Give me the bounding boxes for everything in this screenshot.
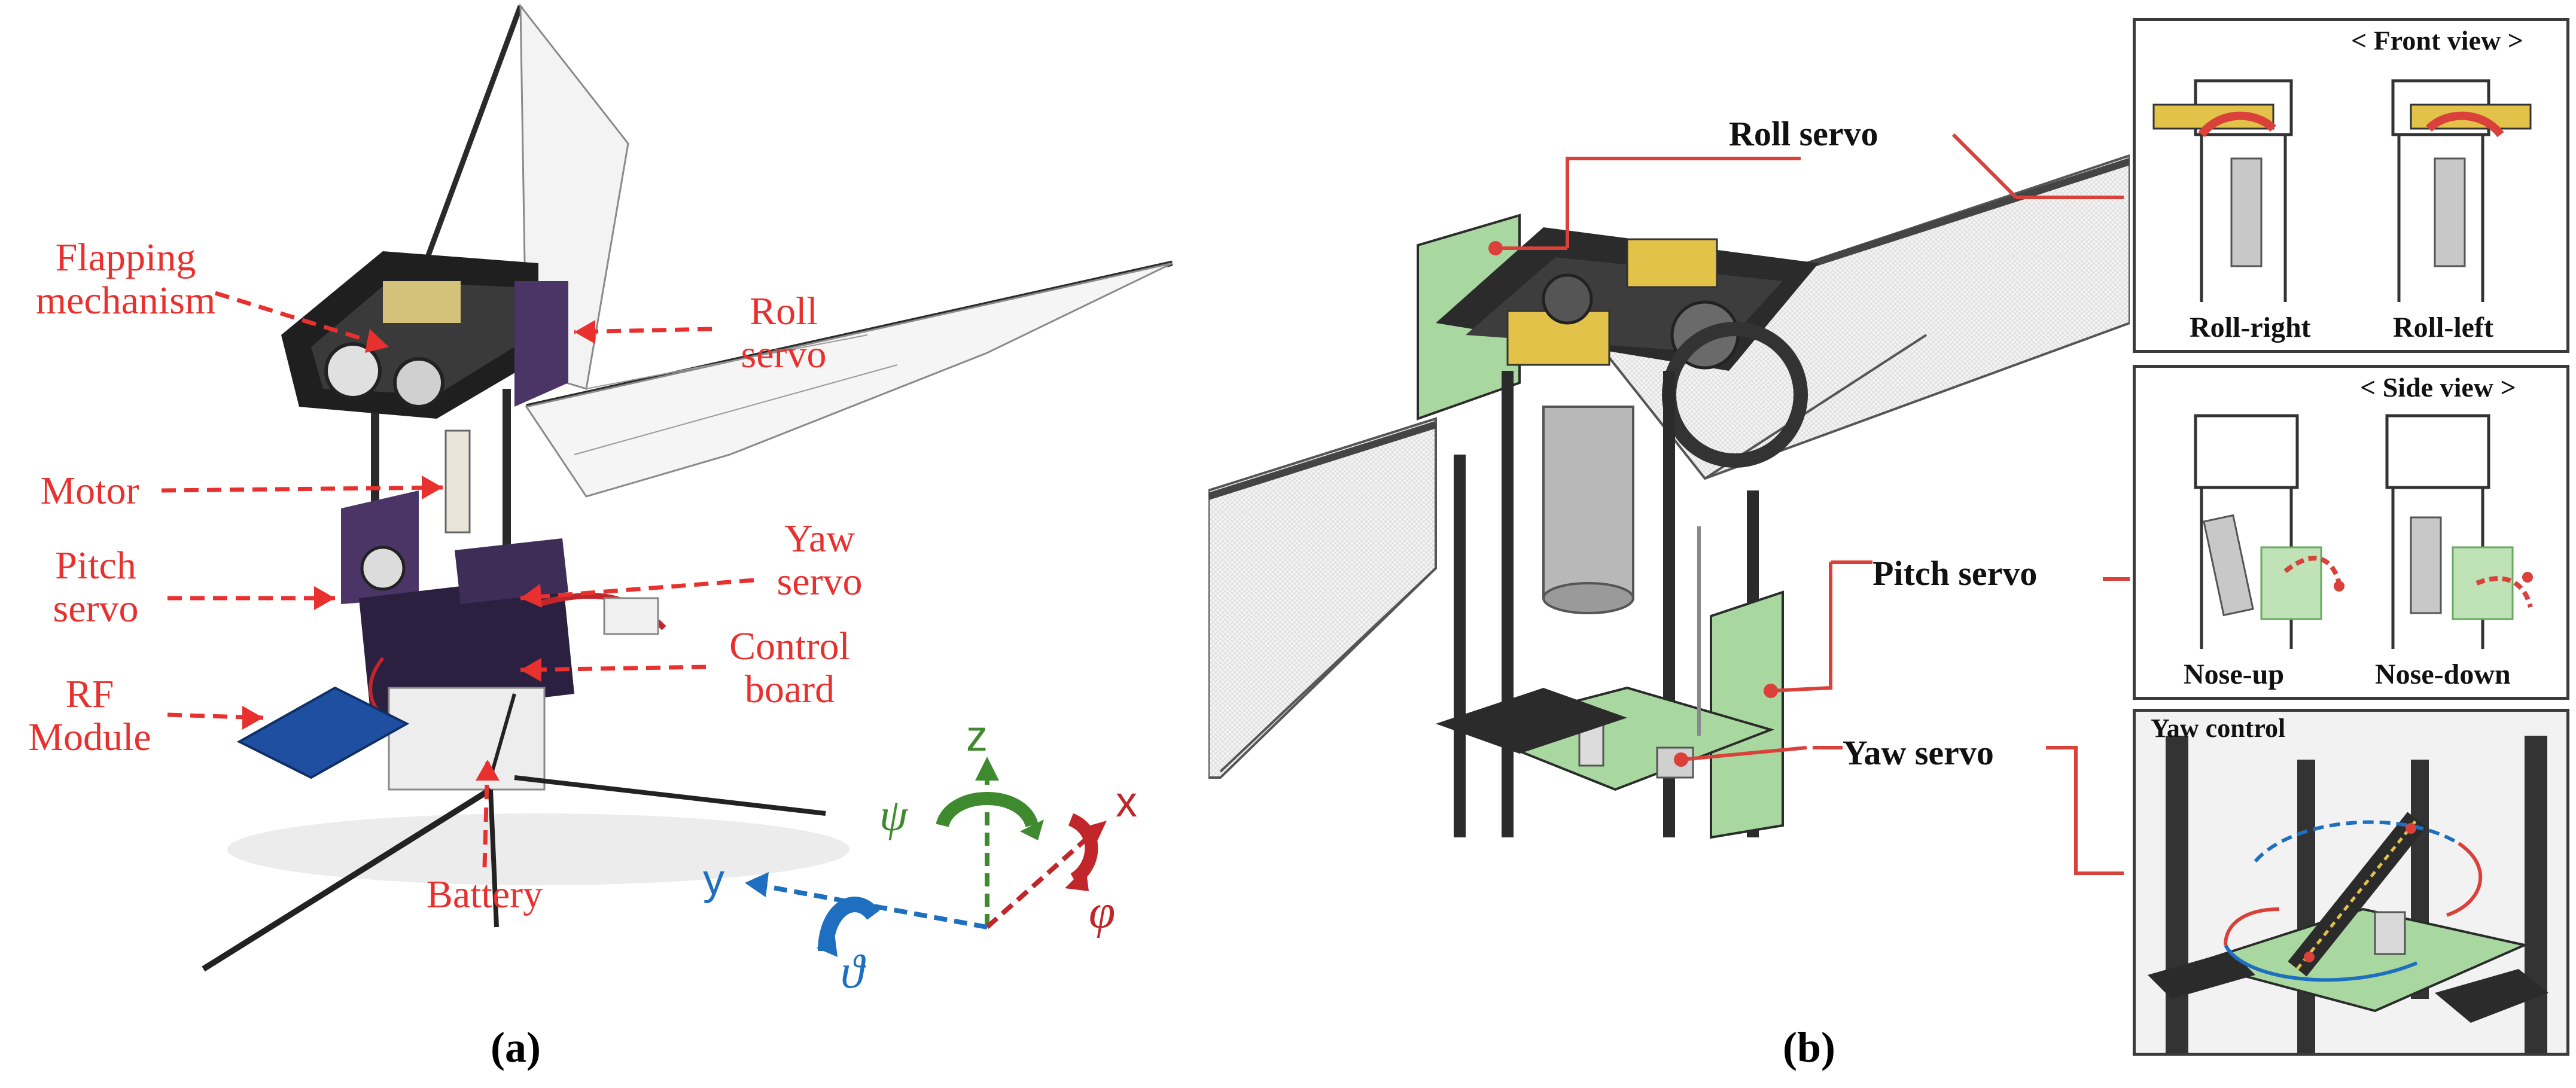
yaw-view-title: Yaw control bbox=[2151, 714, 2286, 743]
caption-a: (a) bbox=[491, 1023, 541, 1071]
axis-y-label: y bbox=[703, 856, 724, 904]
label-roll-servo-b: Roll servo bbox=[1729, 114, 1878, 153]
label-control-board: Control board bbox=[729, 624, 850, 711]
panel-b: Roll servo Pitch servo Yaw servo (b) bbox=[1208, 0, 2130, 1088]
axis-z-label: z bbox=[966, 712, 988, 760]
axis-theta-label: ϑ bbox=[841, 946, 864, 998]
axis-x-label: x bbox=[1116, 778, 1137, 826]
label-motor: Motor bbox=[40, 469, 139, 513]
label-pitch-servo-b: Pitch servo bbox=[1872, 554, 2038, 593]
side-view-drawing bbox=[2194, 414, 2533, 649]
front-view-drawing bbox=[2152, 79, 2532, 302]
front-view-title: < Front view > bbox=[2351, 25, 2523, 56]
label-rf-module: RF Module bbox=[28, 672, 151, 759]
label-battery: Battery bbox=[426, 873, 543, 916]
label-flapping-mechanism: Flapping mechanism bbox=[35, 236, 216, 322]
panel-a: Flapping mechanism Roll servo Motor Yaw … bbox=[0, 0, 1173, 1088]
label-yaw-servo-b: Yaw servo bbox=[1843, 733, 1994, 772]
axis-phi-label: φ bbox=[1089, 886, 1116, 938]
front-view-roll-left: Roll-left bbox=[2393, 312, 2493, 343]
label-roll-servo-a: Roll servo bbox=[741, 289, 827, 376]
side-view-title: < Side view > bbox=[2360, 372, 2516, 403]
axis-psi-label: ψ bbox=[879, 790, 908, 840]
side-view-box: < Side view > Nose-up Nose-down bbox=[2133, 365, 2569, 700]
label-pitch-servo-a: Pitch servo bbox=[53, 544, 139, 630]
side-view-nose-up: Nose-up bbox=[2184, 659, 2285, 690]
yaw-view-drawing bbox=[2136, 712, 2566, 1053]
front-view-roll-right: Roll-right bbox=[2190, 312, 2311, 343]
front-view-box: < Front view > Roll-right Roll-left bbox=[2133, 18, 2569, 353]
side-view-nose-down: Nose-down bbox=[2375, 659, 2511, 690]
cad-model bbox=[1208, 133, 2130, 875]
caption-b: (b) bbox=[1783, 1023, 1835, 1071]
label-yaw-servo-a: Yaw servo bbox=[777, 517, 863, 604]
yaw-view-box: Yaw control bbox=[2133, 709, 2569, 1056]
robot-photo bbox=[161, 3, 1173, 972]
